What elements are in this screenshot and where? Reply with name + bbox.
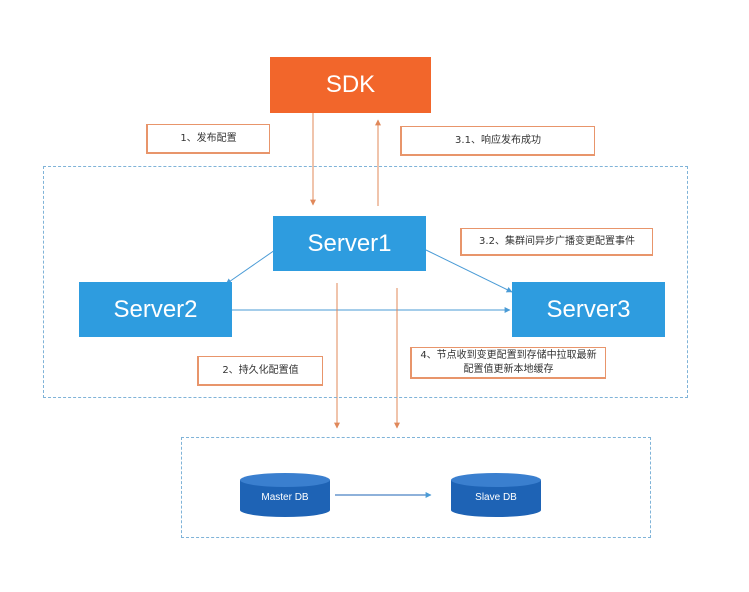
server1-node: Server1 (273, 216, 426, 271)
sdk-node: SDK (270, 57, 431, 113)
server2-node: Server2 (79, 282, 232, 337)
slave-db-cylinder (451, 473, 541, 517)
note-node-sync: 4、节点收到变更配置到存储中拉取最新配置值更新本地缓存 (410, 347, 606, 379)
note-respond-success: 3.1、响应发布成功 (400, 126, 595, 156)
arrow-server1-to-server3 (425, 249, 513, 293)
server3-node: Server3 (512, 282, 665, 337)
slave-db: Slave DB (451, 473, 541, 515)
note-broadcast-event: 3.2、集群间异步广播变更配置事件 (460, 228, 653, 256)
server-cluster-boundary (43, 166, 688, 398)
master-db: Master DB (240, 473, 330, 515)
arrow-server1-to-server2 (225, 249, 276, 285)
master-db-cylinder (240, 473, 330, 517)
storage-boundary (181, 437, 651, 538)
note-publish-config: 1、发布配置 (146, 124, 270, 154)
note-persist-value: 2、持久化配置值 (197, 356, 323, 386)
slave-db-label: Slave DB (475, 491, 517, 503)
master-db-label: Master DB (261, 491, 309, 503)
